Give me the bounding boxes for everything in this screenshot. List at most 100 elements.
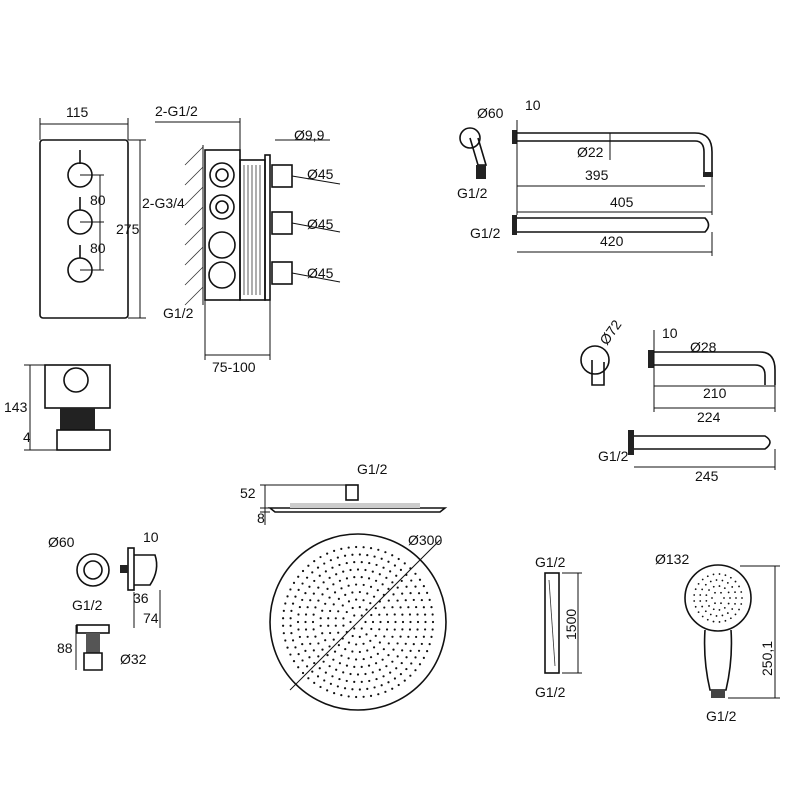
shower-hose: G1/2 1500 G1/2 [535,554,582,700]
nozzle-dot [309,599,312,602]
shower-head-face [269,533,447,711]
nozzle-dot [365,633,368,636]
nozzle-dot [308,585,311,588]
nozzle-dot [301,671,305,675]
nozzle-dot [282,609,285,612]
nozzle-dot [349,672,352,676]
nozzle-dot [296,620,300,624]
holder-height-label: 88 [57,640,73,656]
nozzle-dot [734,580,737,583]
hand-nozzle-pattern [693,573,743,623]
thread-label: G1/2 [457,185,488,201]
nozzle-dot [414,669,417,672]
nozzle-dot [311,670,314,673]
nozzle-dot [347,641,351,644]
nozzle-dot [358,688,361,691]
nozzle-dot [362,583,365,587]
nozzle-dot [720,591,722,594]
nozzle-dot [414,585,417,588]
nozzle-dot [391,687,394,690]
nozzle-dot [408,613,412,616]
nozzle-dot [324,602,327,605]
nozzle-dot [408,628,412,631]
nozzle-dot [379,620,382,624]
nozzle-dot [337,610,340,613]
nozzle-dot [720,602,722,605]
nozzle-dot [403,679,406,682]
nozzle-dot [362,599,365,602]
nozzle-dot [729,597,731,599]
nozzle-dot [319,685,322,689]
nozzle-dot [355,598,358,601]
nozzle-dot [360,680,363,683]
nozzle-dot [723,597,725,599]
nozzle-dot [333,549,336,553]
nozzle-dot [381,583,384,586]
nozzle-dot [699,600,702,602]
nozzle-dot [304,620,307,624]
nozzle-dot [431,613,434,616]
nozzle-dot [380,557,383,560]
reach-label: 405 [610,194,634,210]
nozzle-dot [318,667,321,670]
nozzle-dot [334,617,337,620]
nozzle-dot [328,576,331,579]
nozzle-dot [404,642,407,645]
knob-label: Ø45 [307,265,334,281]
nozzle-dot [328,665,331,668]
nozzle-dot [312,628,315,631]
nozzle-dot [286,646,289,649]
nozzle-dot [391,635,394,638]
nozzle-dot [333,591,337,594]
nozzle-dot [378,668,381,671]
nozzle-dot [412,642,415,646]
nozzle-dot [415,635,418,639]
nozzle-dot [383,635,386,638]
nozzle-dot [369,602,372,605]
thread-label: G1/2 [470,225,501,241]
nozzle-dot [337,597,340,600]
reach-label: 210 [703,385,727,401]
nozzle-dot [284,602,287,605]
nozzle-dot [298,605,301,609]
head-shower: G1/2 52 8 Ø300 [240,461,448,711]
nozzle-dot [327,624,330,627]
nozzle-dot [329,609,332,613]
nozzle-dot [340,654,343,657]
nozzle-dot [360,614,363,617]
nozzle-dot [316,566,320,569]
rosette-label: Ø72 [596,317,624,348]
nozzle-dot [704,583,707,586]
nozzle-dot [693,600,696,602]
nozzle-dot [369,694,373,697]
nozzle-dot [410,579,413,582]
nozzle-dot [368,561,371,565]
nozzle-dot [385,665,388,668]
reach-label: 224 [697,409,721,425]
nozzle-dot [332,603,335,606]
nozzle-dot [430,635,433,638]
nozzle-dot [329,682,332,685]
nozzle-dot [371,570,374,573]
nozzle-dot [347,695,350,698]
nozzle-dot [382,566,385,569]
nozzle-dot [291,639,295,642]
nozzle-dot [387,642,390,645]
nozzle-dot [709,613,712,616]
nozzle-dot [336,556,339,559]
nozzle-dot [400,661,403,665]
nozzle-dot [329,631,332,635]
nozzle-dot [373,555,376,558]
nozzle-dot [351,634,354,638]
knob-label: Ø45 [307,216,334,232]
nozzle-dot [345,561,348,565]
nozzle-dot [311,571,314,574]
nozzle-dot [378,573,381,576]
nozzle-dot [422,585,425,588]
nozzle-dot [396,599,399,602]
nozzle-dot [740,603,743,605]
nozzle-dot [326,654,329,657]
nozzle-dot [724,574,727,577]
nozzle-dot [372,646,376,649]
nozzle-dot [362,695,365,698]
